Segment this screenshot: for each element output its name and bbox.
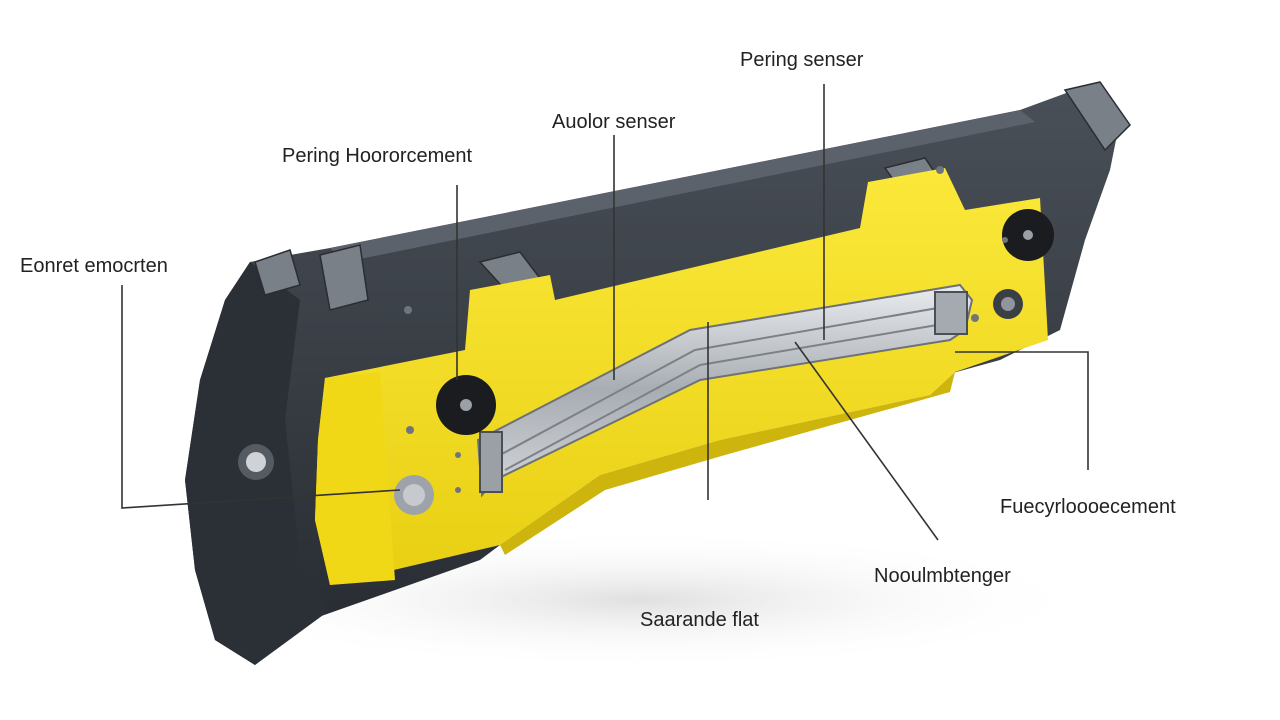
sensor-ring-right [993, 289, 1023, 319]
label-mounting-bracket: Nooulmbtenger [874, 565, 1011, 587]
rail-groove [499, 304, 956, 471]
label-energy-absorber: Eonret emocrten [20, 255, 168, 277]
leader-energy-absorber [121, 285, 401, 509]
label-parking-reinforcement: Pering Hoororcement [282, 145, 473, 167]
sensor-disc-left [436, 375, 496, 435]
small-bolts [404, 166, 1008, 493]
label-anchor-sensor: Auolor senser [552, 111, 676, 133]
mount-washer-left [238, 444, 274, 480]
leader-reinforcement-right [955, 351, 1089, 470]
label-reinforcement-right: Fuecyrloooecement [1000, 496, 1176, 518]
leader-lines [121, 84, 1089, 541]
sensor-disc-right [1002, 209, 1054, 261]
rail-end-clip [479, 431, 503, 493]
yellow-lower-shadow [500, 372, 955, 555]
frame-top-lip [330, 110, 1035, 262]
mount-washer-front [394, 475, 434, 515]
yellow-front-face [315, 372, 395, 585]
rail-right-clip [934, 291, 968, 335]
label-parking-sensor: Pering senser [740, 49, 864, 71]
label-standard-fascia: Saarande flat [640, 609, 759, 631]
leader-mounting-bracket [794, 341, 939, 541]
